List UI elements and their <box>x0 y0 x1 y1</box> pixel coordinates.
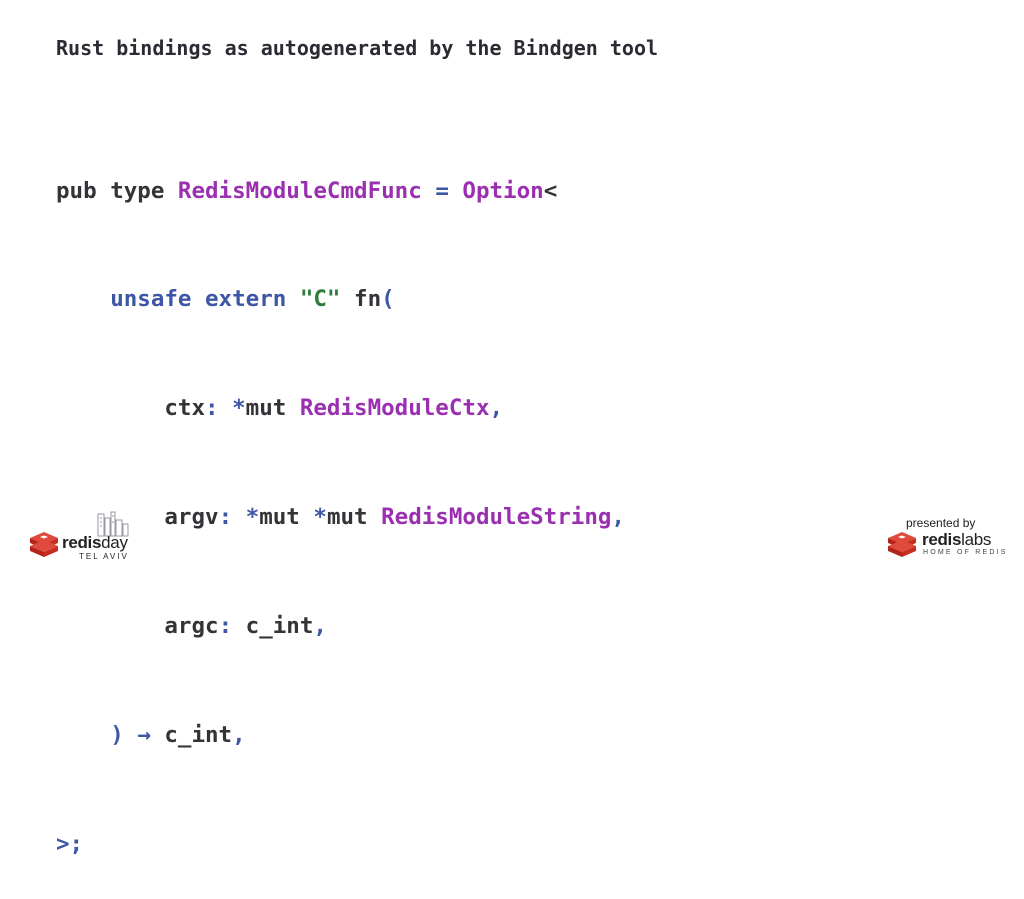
pointer-star: * <box>232 395 246 422</box>
pointer-star: * <box>313 504 327 531</box>
semicolon: ; <box>69 830 84 857</box>
tel-aviv-label: TEL AVIV <box>79 552 129 561</box>
redisday-logo <box>30 511 129 557</box>
code-line-4: argv: *mut *mut RedisModuleString, <box>56 499 625 535</box>
abi-string: "C" <box>299 286 341 313</box>
type-ctx: RedisModuleCtx <box>299 395 490 422</box>
keyword-mut: mut <box>326 504 368 531</box>
type-c-int: c_int <box>245 613 314 640</box>
keyword-type: type <box>110 177 165 204</box>
code-line-3: ctx: *mut RedisModuleCtx, <box>56 390 625 426</box>
redislabs-logo <box>888 532 916 557</box>
arg-argv: argv <box>164 504 219 531</box>
code-line-7: >; <box>56 826 625 862</box>
paren-open: ( <box>381 286 395 313</box>
type-name: RedisModuleCmdFunc <box>177 177 422 204</box>
code-line-2: unsafe extern "C" fn( <box>56 281 625 317</box>
paren-close: ) <box>110 722 124 749</box>
code-line-6: ) → c_int, <box>56 717 625 753</box>
keyword-extern: extern <box>205 286 287 313</box>
keyword-pub: pub <box>56 177 97 204</box>
colon: : <box>205 395 219 422</box>
option-type: Option <box>462 177 544 204</box>
keyword-fn: fn <box>354 286 382 313</box>
code-block: pub type RedisModuleCmdFunc = Option< un… <box>56 100 625 899</box>
angle-close: > <box>56 830 70 857</box>
redislabs-wordmark: redislabs <box>922 530 992 549</box>
keyword-mut: mut <box>245 395 287 422</box>
colon: : <box>218 613 233 640</box>
arg-ctx: ctx <box>164 395 206 422</box>
type-string: RedisModuleString <box>381 504 612 531</box>
home-of-redis-label: HOME OF REDIS <box>923 549 1008 556</box>
presented-by-label: presented by <box>906 516 976 530</box>
keyword-mut: mut <box>259 504 300 531</box>
equals-sign: = <box>435 177 449 204</box>
slide-title: Rust bindings as autogenerated by the Bi… <box>56 36 659 60</box>
keyword-unsafe: unsafe <box>110 286 192 313</box>
comma: , <box>232 722 246 749</box>
code-line-5: argc: c_int, <box>56 608 625 644</box>
code-line-1: pub type RedisModuleCmdFunc = Option< <box>56 173 625 209</box>
arg-argc: argc <box>164 613 219 640</box>
return-arrow: → <box>137 722 151 749</box>
comma: , <box>611 504 625 531</box>
skyline-icon <box>97 511 129 537</box>
redis-cube-icon <box>888 532 916 557</box>
pointer-star: * <box>245 504 260 531</box>
comma: , <box>489 395 504 422</box>
angle-open: < <box>543 177 558 204</box>
redisday-wordmark: redisday <box>62 533 128 552</box>
return-type: c_int <box>164 722 233 749</box>
redis-cube-icon <box>30 532 58 557</box>
colon: : <box>218 504 233 531</box>
comma: , <box>313 613 327 640</box>
